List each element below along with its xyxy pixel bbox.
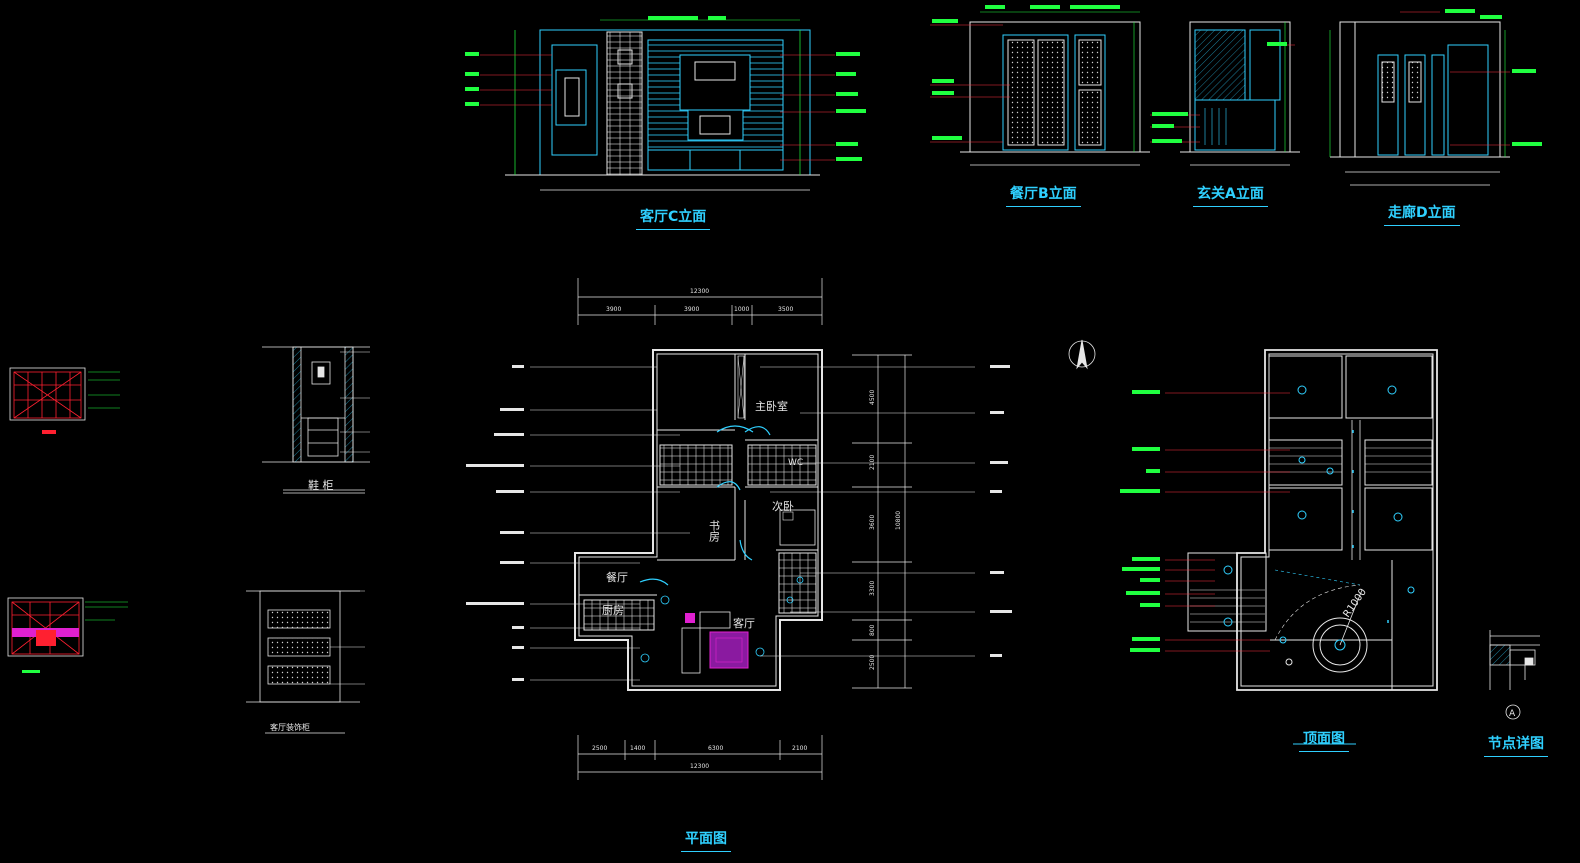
title-ceiling-plan: 顶面图 [1299,728,1349,752]
living-cabinet-drawing [246,590,365,734]
node-marker: A [1509,709,1516,719]
floor-plan-labels: 主卧室 次卧 客厅 餐厅 厨房 WC 书房 12300 3900 3900 10… [592,288,902,770]
title-living-c-elevation: 客厅C立面 [635,206,711,230]
floor-plan [466,278,1012,780]
plan-right-dim-6: 2500 [869,655,876,670]
plan-right-dim-4: 3300 [869,581,876,596]
title-dining-b-elevation: 餐厅B立面 [1006,183,1081,207]
shoe-cabinet-drawing [262,346,370,494]
room-label-master: 主卧室 [755,399,788,413]
title-floor-plan: 平面图 [681,828,731,852]
plan-top-dim-1: 3900 [606,306,621,313]
title-corridor-d-elevation: 走廊D立面 [1384,202,1460,226]
title-living-cabinet: 客厅装饰柜 [270,723,310,732]
elevation-dining-b [930,5,1150,166]
plan-bottom-total: 12300 [690,763,709,770]
plan-right-total: 10800 [895,511,902,530]
plan-top-dim-3: 1000 [734,306,749,313]
plan-right-dim-2: 2100 [869,455,876,470]
room-label-study: 书房 [708,520,721,543]
plan-top-dim-2: 3900 [684,306,699,313]
north-arrow-icon [1068,339,1096,370]
plan-bottom-dim-2: 1400 [630,745,645,752]
elevation-living-c [465,16,866,191]
title-entry-a-elevation: 玄关A立面 [1193,183,1268,207]
room-label-living: 客厅 [733,616,755,630]
ceiling-radius-label: R1000 [1341,587,1369,620]
elevation-corridor-d [1329,9,1542,186]
title-shoe-cabinet: 鞋 柜 [308,479,334,492]
elevation-small-red-bottom [7,597,128,673]
ceiling-plan [1120,349,1438,745]
title-node-detail: 节点详图 [1484,733,1548,757]
elevation-small-red-top [9,367,120,434]
room-label-second: 次卧 [772,499,794,513]
plan-bottom-dim-4: 2100 [792,745,807,752]
plan-right-dim-3: 3600 [869,515,876,530]
room-label-wc: WC [788,458,803,468]
plan-right-dim-5: 800 [869,624,876,636]
plan-right-dim-1: 4500 [869,390,876,405]
node-detail [1489,630,1540,720]
plan-top-dim-4: 3500 [778,306,793,313]
room-label-kitchen: 厨房 [602,604,624,617]
plan-bottom-dim-1: 2500 [592,745,607,752]
plan-top-total: 12300 [690,288,709,295]
room-label-dining: 餐厅 [606,570,628,584]
plan-bottom-dim-3: 6300 [708,745,723,752]
elevation-entry-a [1150,21,1300,166]
